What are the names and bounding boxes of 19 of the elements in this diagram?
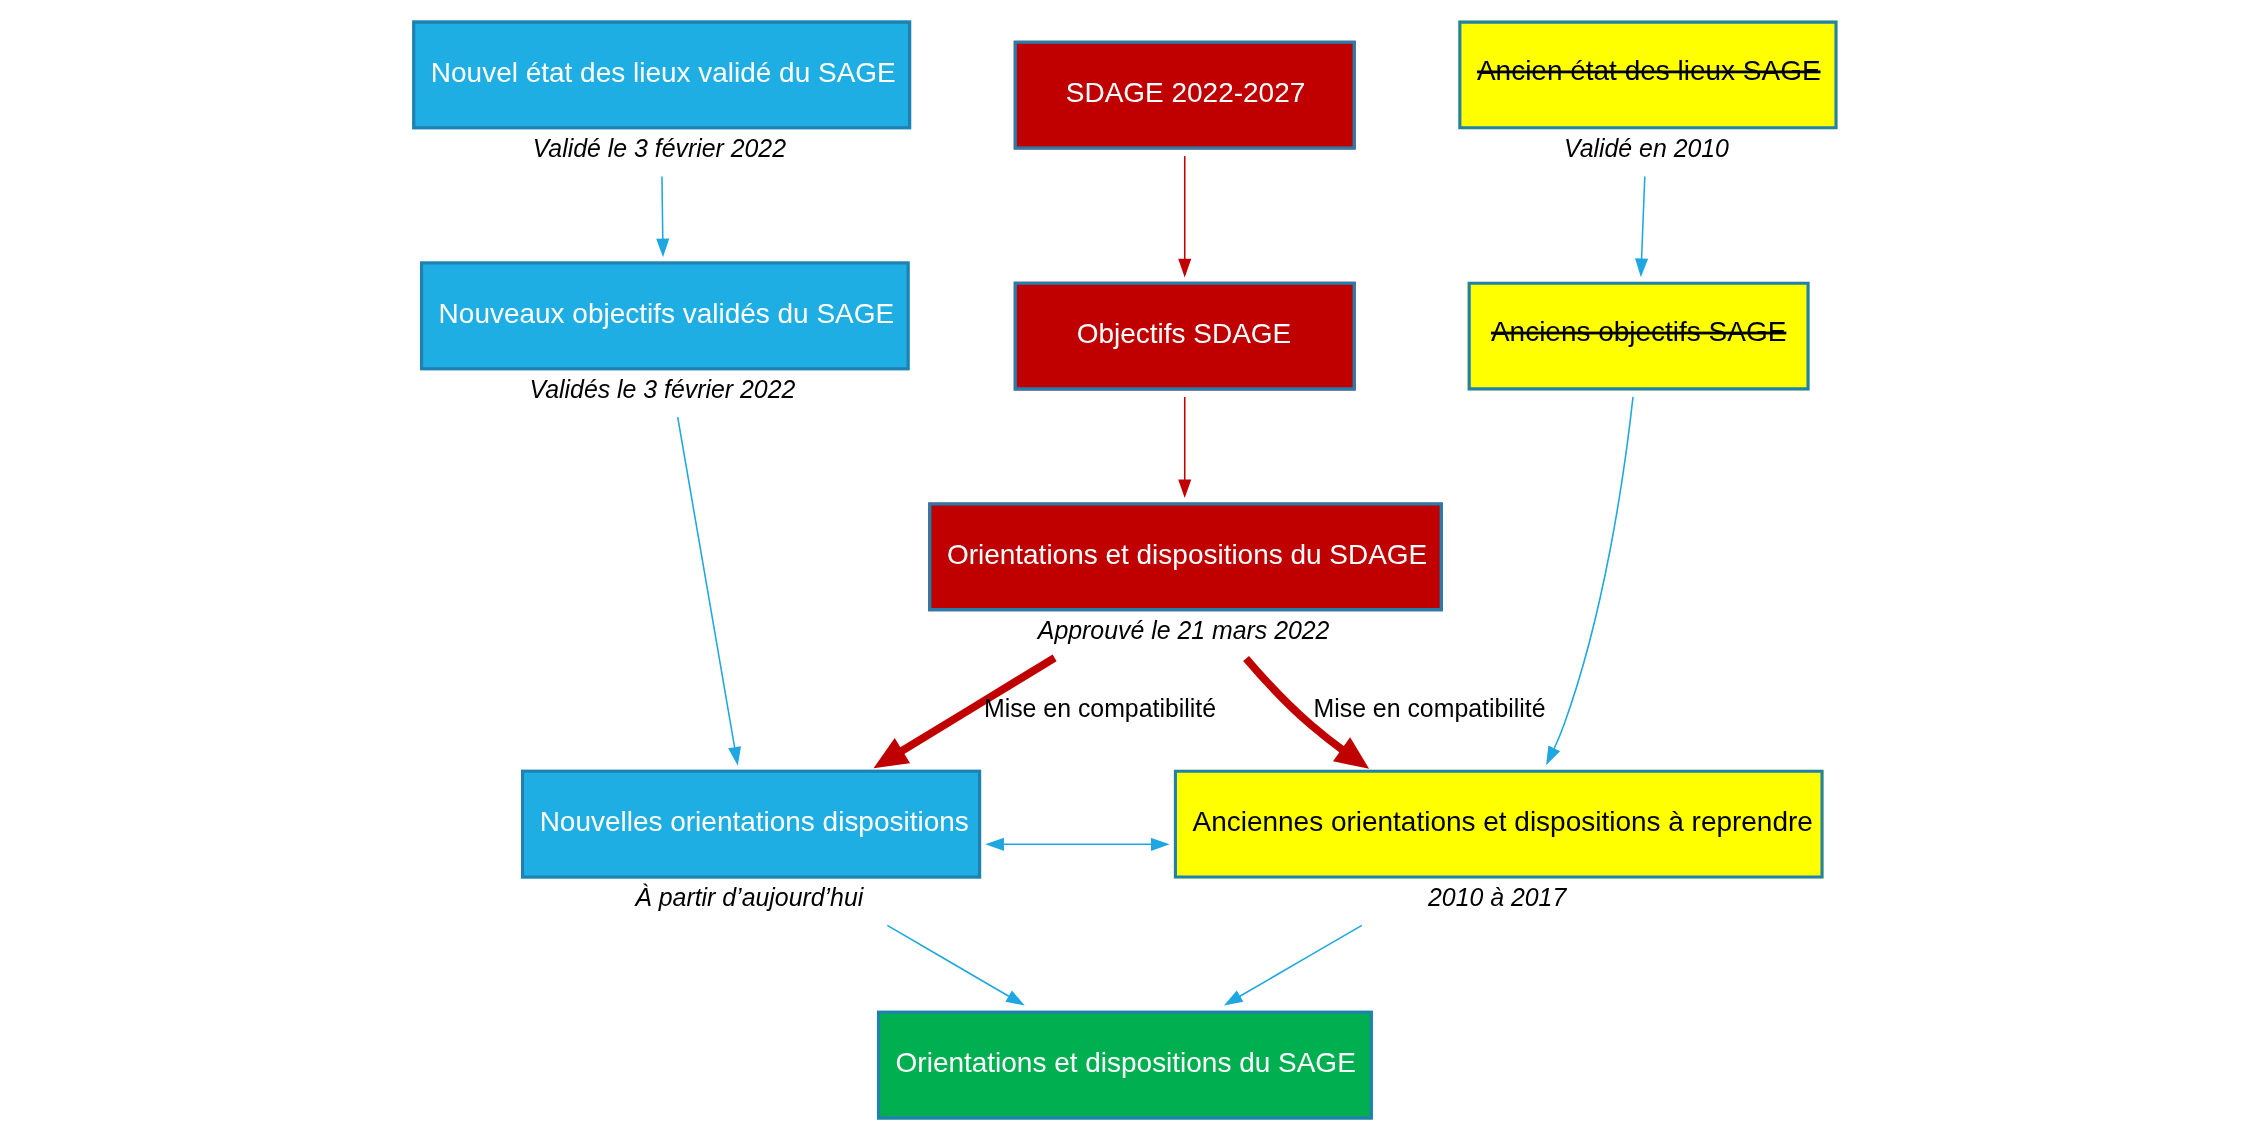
arrow <box>873 654 1057 769</box>
edge-label: Mise en compatibilité <box>983 693 1217 722</box>
arrow <box>985 837 1170 851</box>
arrow <box>1178 155 1192 278</box>
arrow <box>676 416 742 766</box>
node-label: Validé en 2010 <box>1564 134 1729 163</box>
node-label: À partir d’aujourd’hui <box>635 883 864 912</box>
arrow <box>1178 396 1192 499</box>
node-label: Validé le 3 février 2022 <box>532 134 787 163</box>
node-label: 2010 à 2017 <box>1427 883 1567 912</box>
arrow <box>886 924 1025 1006</box>
node-label: Approuvé le 21 mars 2022 <box>1037 615 1330 644</box>
arrow <box>1635 175 1649 278</box>
arrow <box>1243 655 1370 769</box>
arrow <box>1546 396 1634 766</box>
edge-label: Mise en compatibilité <box>1313 693 1546 722</box>
arrow <box>656 175 670 258</box>
node-label: Validés le 3 février 2022 <box>529 374 796 403</box>
arrow <box>1223 924 1363 1006</box>
